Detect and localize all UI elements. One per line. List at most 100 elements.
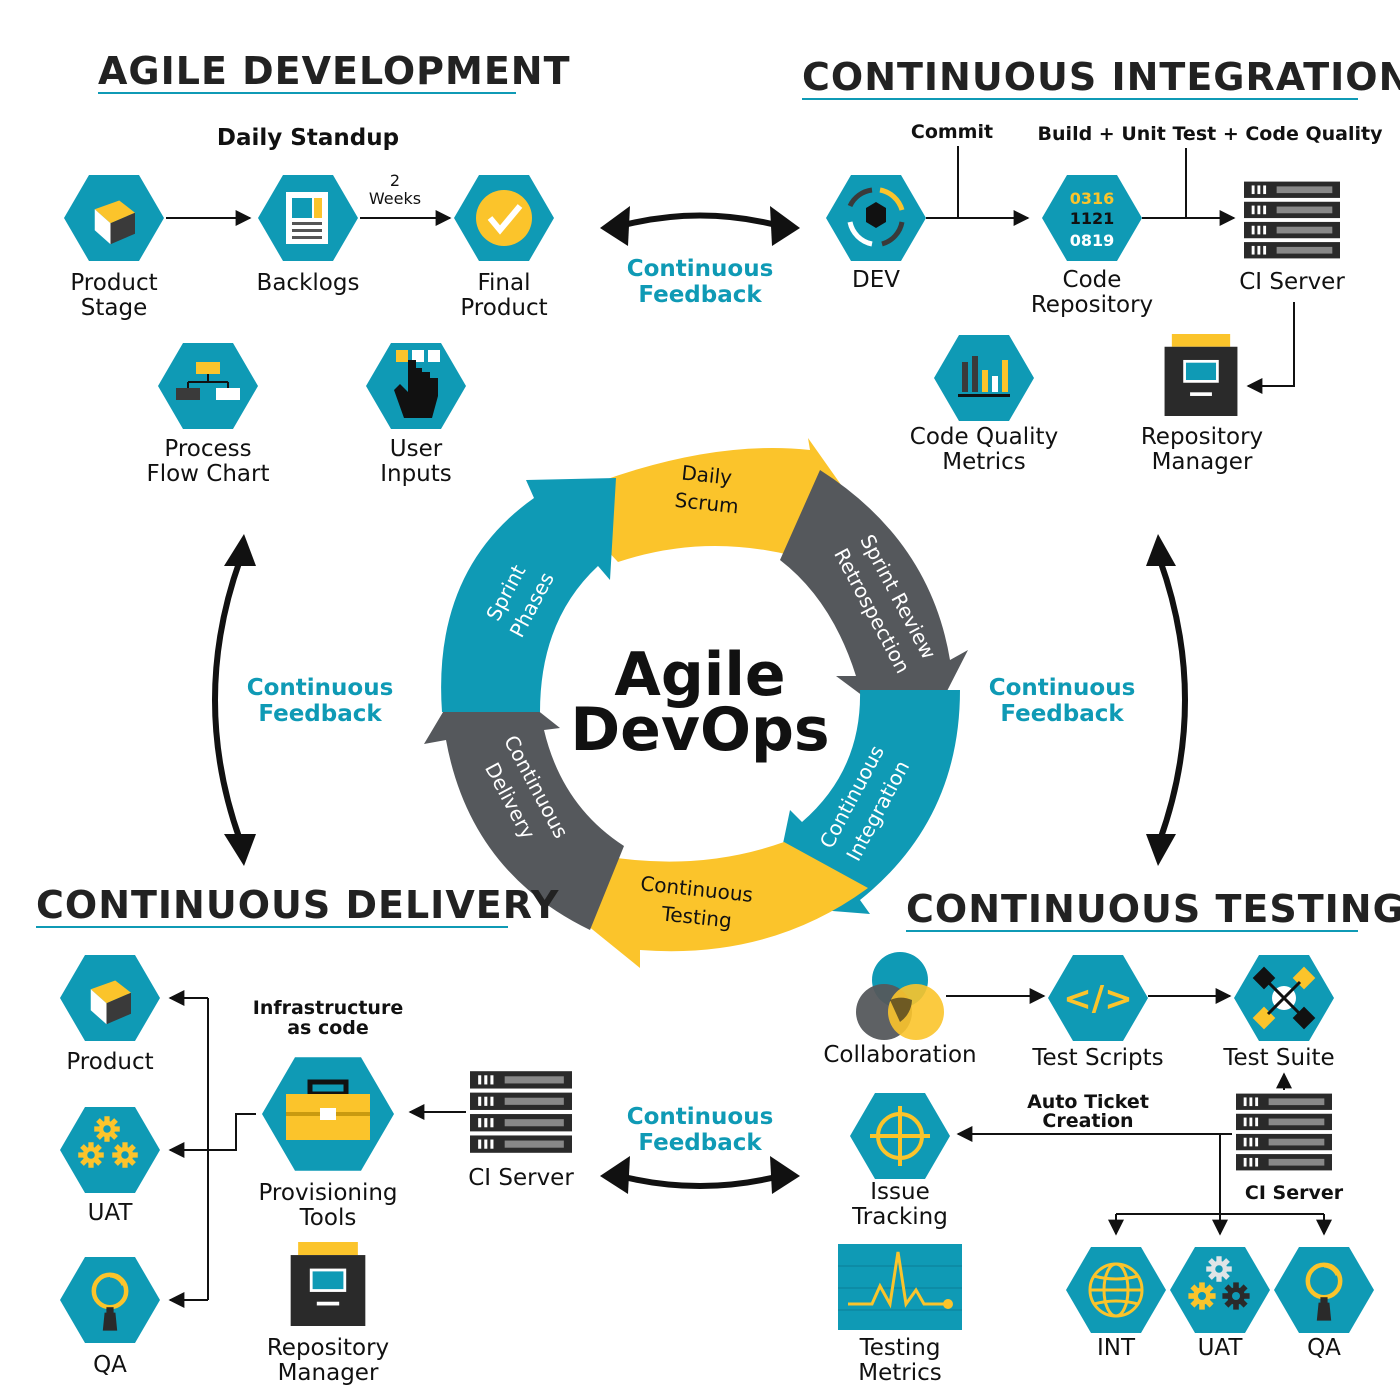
globe-icon (1088, 1262, 1144, 1318)
daily-standup-label: Daily Standup (217, 125, 399, 151)
feedback-arrow-bottom (619, 1173, 781, 1189)
ci-server-label: CI Server (1239, 269, 1345, 295)
repo-manager-label-1: Repository (1141, 424, 1263, 450)
agile-development-section: AGILE DEVELOPMENT Daily Standup Product … (64, 49, 570, 487)
center-title-line1: Agile (614, 640, 785, 710)
dev-label: DEV (852, 267, 900, 293)
cd-uat-hex (60, 1107, 160, 1193)
cd-repository-manager-icon (290, 1242, 366, 1326)
dev-cycle-icon (847, 187, 905, 247)
feedback-arrowhead-bottom-right (770, 1156, 800, 1194)
infra-label-1: Infrastructure (253, 997, 403, 1019)
cd-distribution-lines (168, 990, 256, 1308)
repository-manager-icon (1164, 334, 1238, 416)
cd-qa-label: QA (93, 1352, 127, 1378)
feedback-left-2: Feedback (258, 701, 382, 727)
feedback-left-1: Continuous (247, 675, 394, 701)
gear-icon (1206, 1256, 1232, 1282)
final-product-label-2: Product (460, 295, 547, 321)
cd-title-underline (36, 926, 508, 928)
ct-uat-label: UAT (1198, 1335, 1244, 1361)
repo-digits-1: 0316 (1070, 189, 1115, 208)
feedback-labels: Continuous Feedback Continuous Feedback … (247, 256, 1136, 1156)
bar-chart-icon (958, 356, 1010, 397)
repo-digits-3: 0819 (1070, 231, 1115, 250)
user-inputs-label-2: Inputs (380, 461, 452, 487)
process-flow-label-2: Flow Chart (146, 461, 269, 487)
provisioning-label-1: Provisioning (258, 1180, 397, 1206)
auto-ticket-label-1: Auto Ticket (1027, 1091, 1149, 1113)
continuous-integration-section: CONTINUOUS INTEGRATION Commit Build + Un… (802, 55, 1400, 475)
ring-segment-sprint-review (780, 470, 968, 740)
ring-segment-sprint-phases (441, 478, 616, 712)
cd-repo-manager-label-2: Manager (278, 1360, 379, 1386)
feedback-arrows (212, 206, 1188, 1194)
ci-server-icon (1244, 181, 1340, 259)
ct-ci-server-label: CI Server (1245, 1182, 1344, 1204)
cycle-unit: Weeks (369, 189, 421, 208)
backlogs-label: Backlogs (257, 270, 360, 296)
feedback-right-1: Continuous (989, 675, 1136, 701)
code-repo-label-2: Repository (1031, 292, 1153, 318)
feedback-arrowhead-top-right (770, 206, 800, 246)
process-flow-label-1: Process (164, 436, 251, 462)
cycle-number: 2 (390, 171, 400, 190)
center-title-line2: DevOps (570, 695, 829, 765)
collaboration-icon (856, 952, 944, 1040)
flow-chart-icon (176, 362, 240, 400)
repo-digits-2: 1121 (1070, 209, 1115, 228)
issue-tracking-label-2: Tracking (851, 1204, 948, 1230)
ci-title: CONTINUOUS INTEGRATION (802, 55, 1400, 99)
devops-cycle-ring (424, 438, 968, 968)
testing-metrics-label-2: Metrics (858, 1360, 942, 1386)
feedback-arrow-top (619, 212, 781, 229)
build-label: Build + Unit Test + Code Quality (1038, 123, 1384, 145)
feedback-arrowhead-bottom-left (600, 1156, 630, 1194)
toolbox-icon (286, 1079, 370, 1140)
cd-title: CONTINUOUS DELIVERY (36, 883, 559, 927)
feedback-arrowhead-left-top (224, 534, 256, 566)
repo-manager-label-2: Manager (1152, 449, 1253, 475)
hand-touch-icon (394, 350, 440, 418)
testing-metrics-icon (838, 1244, 962, 1330)
feedback-arrowhead-left-bottom (224, 834, 256, 866)
document-icon (286, 192, 328, 244)
feedback-arrow-right (1157, 558, 1188, 842)
int-label: INT (1097, 1335, 1136, 1361)
ring-segment-continuous-integration (770, 690, 960, 914)
feedback-arrowhead-right-bottom (1146, 834, 1176, 866)
infra-label-2: as code (287, 1017, 369, 1039)
process-flow-hex (158, 343, 258, 429)
feedback-arrowhead-top-left (600, 206, 630, 246)
collaboration-label: Collaboration (823, 1042, 976, 1068)
product-stage-label-2: Stage (81, 295, 147, 321)
code-quality-label-1: Code Quality (910, 424, 1058, 450)
feedback-top-1: Continuous (627, 256, 774, 282)
cd-ci-server-label: CI Server (468, 1165, 574, 1191)
arrow-ci-to-repo-manager (1246, 302, 1295, 394)
commit-label: Commit (911, 121, 993, 143)
cd-repo-manager-label-1: Repository (267, 1335, 389, 1361)
feedback-arrowhead-right-top (1146, 534, 1176, 566)
gear-icon (78, 1142, 104, 1168)
ct-title: CONTINUOUS TESTING (906, 887, 1400, 931)
cd-ci-server-icon (470, 1071, 572, 1153)
feedback-top-2: Feedback (638, 282, 762, 308)
target-icon (870, 1106, 930, 1166)
test-suite-label: Test Suite (1222, 1045, 1334, 1071)
auto-ticket-label-2: Creation (1042, 1110, 1133, 1132)
cd-product-label: Product (66, 1049, 153, 1075)
feedback-bottom-1: Continuous (627, 1104, 774, 1130)
provisioning-label-2: Tools (299, 1205, 357, 1231)
feedback-bottom-2: Feedback (638, 1130, 762, 1156)
checkmark-icon (476, 190, 532, 246)
issue-tracking-label-1: Issue (870, 1179, 929, 1205)
testing-metrics-label-1: Testing (859, 1335, 941, 1361)
user-inputs-label-1: User (390, 436, 443, 462)
ct-title-underline (906, 930, 1358, 932)
ring-segment-continuous-testing (556, 840, 868, 968)
test-scripts-label: Test Scripts (1031, 1045, 1163, 1071)
ct-qa-label: QA (1307, 1335, 1341, 1361)
